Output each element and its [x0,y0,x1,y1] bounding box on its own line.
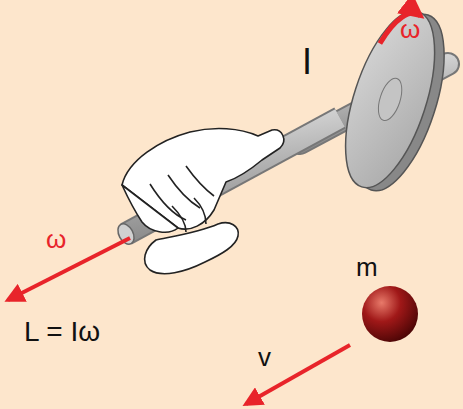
angular-velocity-symbol: ω [400,16,420,42]
flywheel-disk [327,1,462,201]
velocity-symbol: v [258,344,271,370]
mass-symbol: m [356,254,378,280]
angular-velocity-arrow [8,238,130,300]
velocity-arrow [246,345,350,404]
angular-momentum-formula: L = Iω [24,318,100,346]
moment-of-inertia-symbol: I [302,44,312,80]
point-mass [362,286,418,342]
angular-velocity-symbol: ω [46,226,66,252]
hand [122,129,284,274]
